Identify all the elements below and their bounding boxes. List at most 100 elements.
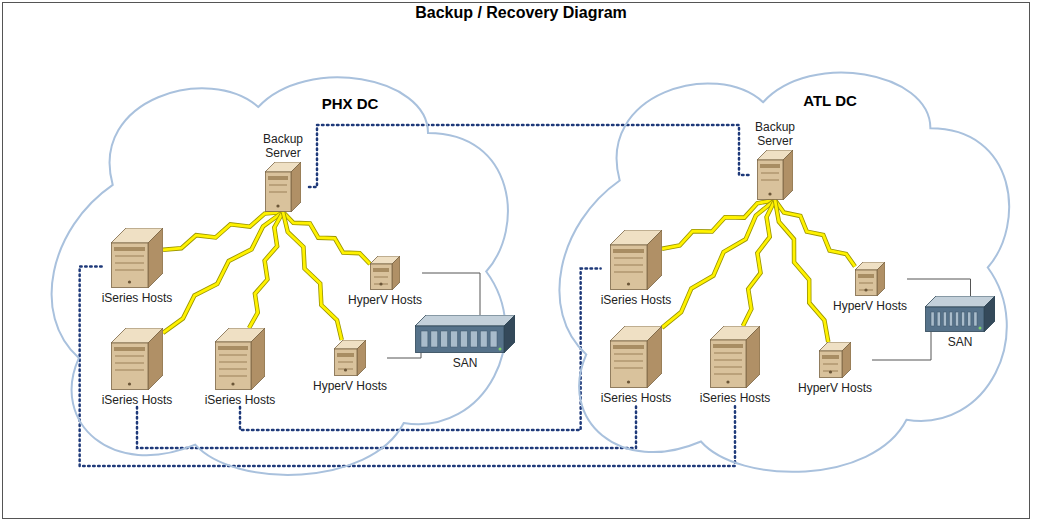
san-top [415,315,515,326]
tower-bay [374,277,388,278]
tower-side [291,162,301,212]
tower-bay [338,362,353,363]
tower-bay [614,354,643,355]
device-label: iSeries Hosts [601,293,672,307]
tower-bay [823,364,838,365]
san-drive [974,312,977,326]
lightning-bolt [662,200,775,328]
tower-bay [761,180,779,181]
server-icon [334,340,366,376]
storage-link [422,273,480,315]
server-icon [111,328,163,390]
diagram-title: Backup / Recovery Diagram [0,4,1042,22]
san-drive [962,312,965,326]
outer-frame [3,3,1030,519]
tower-bay [115,356,144,357]
hyperv-host: HyperV Hosts [833,262,907,313]
tower-panel [760,164,780,168]
san-drive [949,312,952,326]
tower-button [128,382,131,385]
storage-link [872,332,931,360]
tower-front [371,264,393,290]
san-side [984,296,995,332]
san-drive [931,312,934,326]
tower-front [611,341,648,388]
tower-panel [268,176,288,180]
san-icon [415,315,515,353]
tower-front [711,340,747,388]
device-label: iSeries Hosts [205,393,276,407]
tower-button [627,282,630,285]
tower-bay [115,363,144,364]
san-drive [421,331,428,347]
server-icon [370,256,400,290]
tower-bay [714,367,742,368]
server-icon [111,228,163,288]
replication-link [240,269,601,431]
san-storage: SAN [925,296,995,349]
san-drive [441,331,448,347]
device-label: SAN [948,335,973,349]
tower-front [856,270,878,296]
tower-panel [218,346,248,350]
storage-line [907,279,970,296]
backup-server: Backup Server [257,132,309,212]
dotted-line [137,405,636,448]
tower-side [877,262,885,296]
server-icon [610,326,662,388]
device-label: iSeries Hosts [102,291,173,305]
server-icon [819,342,851,378]
tower-panel [114,247,145,251]
lightning-outline [775,200,828,342]
tower-front [758,160,784,200]
storage-line [387,353,421,358]
device-label: Backup Server [749,120,801,148]
device-label: HyperV Hosts [833,299,907,313]
dotted-line [240,269,601,431]
cloud-path [52,77,508,474]
lightning-bolt [743,200,775,326]
device-label: Backup Server [257,132,309,160]
tower-button [344,368,347,371]
tower-bay [714,374,742,375]
san-led [499,348,502,351]
lightning-outline [163,212,283,333]
server-icon [710,326,760,388]
tower-front [266,172,292,212]
san-front [926,307,985,332]
tower-side [647,326,662,388]
tower-button [379,282,382,285]
tower-button [726,380,729,383]
lightning-bolt [249,212,283,328]
backup-server: Backup Server [749,120,801,200]
lightning-outline [283,212,342,340]
tower-bay [115,370,144,371]
lightning-outline [249,212,283,328]
storage-link [907,279,970,296]
lightning-link [283,212,342,340]
tower-bay [115,270,144,271]
tower-side [647,230,662,290]
san-drive [943,312,946,326]
iseries-host: iSeries Hosts [102,228,173,305]
san-top [925,296,995,307]
lightning-outline [163,212,283,250]
lightning-link [662,200,775,249]
tower-button [276,204,279,207]
device-label: HyperV Hosts [313,379,387,393]
device-label: iSeries Hosts [601,391,672,405]
server-icon [265,162,301,212]
lightning-outline [662,200,775,328]
server-icon [610,230,662,290]
hyperv-host: HyperV Hosts [313,340,387,393]
tower-bay [714,353,742,354]
tower-bay [761,173,779,174]
device-label: HyperV Hosts [348,293,422,307]
hyperv-host: HyperV Hosts [798,342,872,395]
datacenter-cloud: PHX DCBackup ServeriSeries HostsiSeries … [40,55,525,488]
san-drive [480,331,487,347]
san-drive [431,331,438,347]
server-icon [215,328,265,390]
device-label: iSeries Hosts [102,393,173,407]
